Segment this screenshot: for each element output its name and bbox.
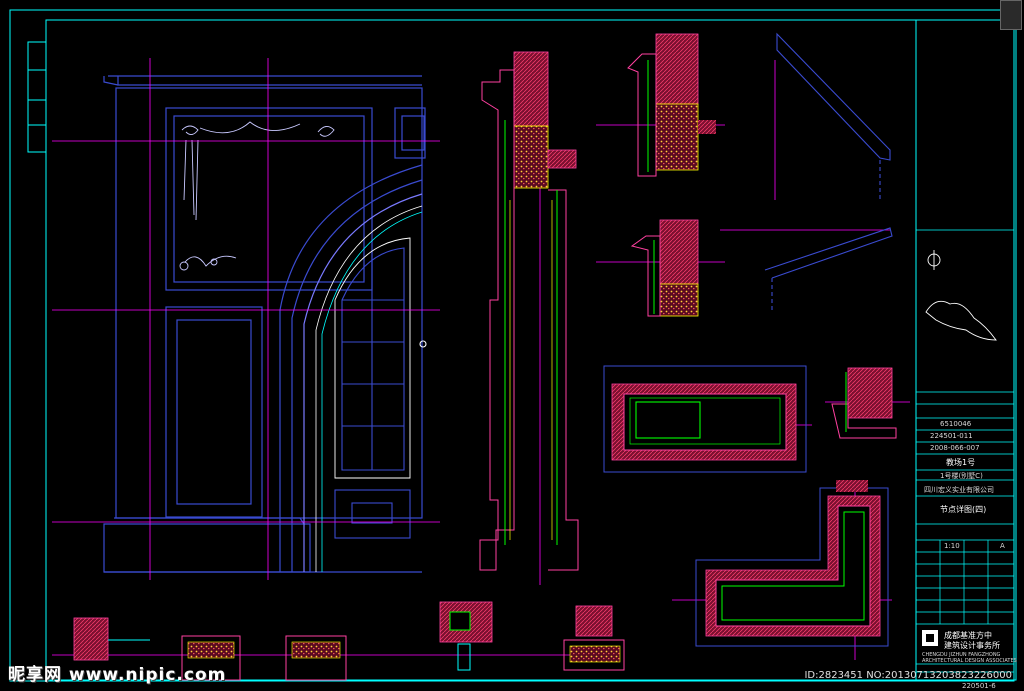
column-plan-section	[603, 365, 807, 473]
bottom-details	[73, 601, 625, 681]
project-no-1: 6510046	[940, 420, 972, 428]
cornice-detail-1	[627, 33, 716, 177]
arched-door	[334, 237, 427, 539]
scroll-up-button[interactable]	[1000, 0, 1022, 30]
company-en-2: ARCHITECTURAL DESIGN ASSOCIATES	[922, 658, 1017, 664]
building-name: 教场1号	[946, 457, 975, 467]
company-en-1: CHENGDU JIZHUN FANGZHONG	[922, 652, 1001, 658]
drawing-frame	[9, 9, 1017, 682]
door-elevation	[103, 75, 426, 573]
cornice-detail-2	[630, 219, 699, 317]
l-shaped-plan	[695, 480, 889, 647]
watermark-site: 昵享网 www.nipic.com	[8, 665, 227, 685]
project-no-2: 224501-011	[930, 432, 973, 440]
drawing-no: 220501-6	[962, 682, 996, 690]
title-block	[916, 229, 1014, 673]
company-name-2: 建筑设计事务所	[944, 640, 1000, 650]
phase: A	[1000, 542, 1005, 550]
company-name: 成都基准方中	[944, 630, 992, 640]
arch-rings	[279, 164, 423, 572]
curtain-ornament	[179, 121, 335, 271]
subproject-name: 1号楼(别墅C)	[940, 471, 983, 480]
title-texts: 6510046 224501-011 2008-066-007 教场1号 1号楼…	[922, 420, 1017, 690]
sheet-title: 节点详图(四)	[940, 504, 986, 514]
scale: 1:10	[944, 542, 960, 550]
sill-detail	[831, 367, 897, 439]
client-name: 四川宏义实业有限公司	[924, 485, 994, 494]
project-no-3: 2008-066-007	[930, 444, 980, 452]
site-key-plan	[925, 300, 997, 341]
wall-section	[479, 51, 579, 571]
watermark-id: ID:2823451 NO:20130713203823226000	[804, 670, 1012, 681]
roof-profile	[764, 32, 893, 310]
